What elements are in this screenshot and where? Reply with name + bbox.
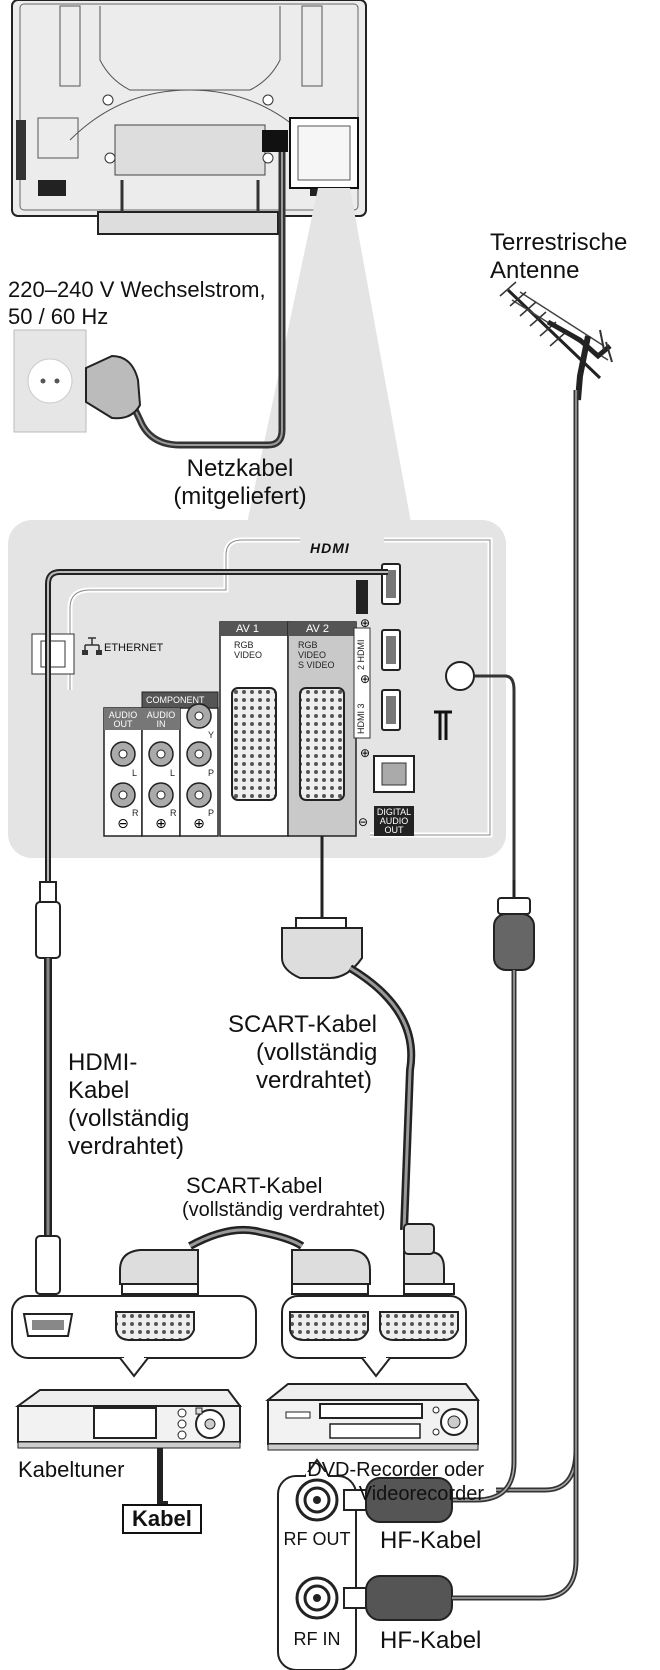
hdmi-cable-label-line1: HDMI- bbox=[68, 1049, 138, 1076]
av2-sub3: S VIDEO bbox=[298, 660, 335, 670]
hdmi2-label: 2 HDMI bbox=[356, 639, 366, 670]
av2-sub1: RGB bbox=[298, 640, 318, 650]
rf-connector-inset bbox=[277, 1458, 357, 1670]
av1-label: AV 1 bbox=[236, 623, 260, 635]
aerial-icon bbox=[434, 710, 452, 740]
av1-sub2: VIDEO bbox=[234, 650, 263, 660]
recorder-connector-inset bbox=[281, 1295, 467, 1378]
mains-label-line1: 220–240 V Wechselstrom, bbox=[8, 277, 266, 302]
ch-l-in: L bbox=[170, 768, 176, 778]
scart-plug-recorder-right bbox=[403, 1223, 455, 1295]
rf-out-label: RF OUT bbox=[283, 1529, 351, 1549]
aerial-port bbox=[445, 661, 475, 691]
cable-feed bbox=[157, 1448, 168, 1507]
rf-plug-in bbox=[343, 1575, 453, 1621]
hf-cable-label-1: HF-Kabel bbox=[380, 1527, 482, 1554]
scart-plug-recorder-left bbox=[291, 1249, 371, 1295]
av2-scart bbox=[299, 687, 345, 801]
antenna-label-line1: Terrestrische bbox=[490, 229, 628, 256]
ethernet-label: ETHERNET bbox=[104, 642, 164, 654]
power-plug bbox=[85, 354, 142, 420]
zoom-beam bbox=[246, 188, 412, 528]
svg-text:⊕: ⊕ bbox=[360, 616, 370, 630]
cable-tuner-label: Kabeltuner bbox=[18, 1457, 125, 1482]
component-label: COMPONENT bbox=[146, 695, 205, 705]
ch-r-out: R bbox=[132, 808, 139, 818]
digital-audio-label-3: OUT bbox=[384, 825, 404, 835]
rf-plug-tv bbox=[493, 897, 535, 971]
svg-text:⊖: ⊖ bbox=[117, 816, 129, 832]
ch-y: Y bbox=[208, 730, 215, 740]
hdmi-cable-label-line3: (vollständig bbox=[68, 1105, 190, 1132]
scart-mid-label-line1: SCART-Kabel bbox=[186, 1173, 323, 1198]
svg-text:⊕: ⊕ bbox=[155, 816, 167, 832]
recorder-label-line1: DVD-Recorder oder bbox=[307, 1459, 484, 1481]
audio-out-label-2: OUT bbox=[113, 719, 133, 729]
ch-r-in: R bbox=[170, 808, 177, 818]
power-cable-label-line1: Netzkabel bbox=[186, 455, 294, 482]
tuner-connector-inset bbox=[11, 1295, 257, 1378]
ch-pr: P bbox=[208, 808, 215, 818]
hdmi3-label: HDMI 3 bbox=[356, 703, 366, 734]
hf-cable-label-2: HF-Kabel bbox=[380, 1627, 482, 1654]
audio-in-label-1: AUDIO bbox=[146, 710, 176, 720]
ch-pb: P bbox=[208, 768, 215, 778]
av1-sub1: RGB bbox=[234, 640, 254, 650]
scart-plug-tuner bbox=[119, 1249, 199, 1295]
scart-mid-label-line2: (vollständig verdrahtet) bbox=[182, 1199, 386, 1221]
scart-av2-label-line3: verdrahtet) bbox=[256, 1067, 373, 1094]
tv-back bbox=[11, 0, 367, 235]
cable-tuner-device bbox=[14, 1389, 242, 1449]
ethernet-port bbox=[31, 633, 75, 675]
rf-plug-out bbox=[343, 1477, 453, 1523]
scart-av2-label-line1: SCART-Kabel bbox=[228, 1011, 377, 1038]
digital-audio-label-1: DIGITAL bbox=[376, 807, 412, 817]
hdmi-cable-label-line4: verdrahtet) bbox=[68, 1133, 185, 1160]
av1-scart bbox=[231, 687, 277, 801]
svg-text:⊕: ⊕ bbox=[360, 746, 370, 760]
recorder-device bbox=[265, 1383, 480, 1451]
av2-label: AV 2 bbox=[306, 623, 330, 635]
audio-in-label-2: IN bbox=[156, 719, 166, 729]
hdmi-plug-top bbox=[35, 881, 61, 959]
svg-text:⊕: ⊕ bbox=[360, 672, 370, 686]
cable-source-label: Kabel bbox=[122, 1504, 202, 1534]
digital-audio-label-2: AUDIO bbox=[379, 816, 409, 826]
scart-av2-label-line2: (vollständig bbox=[256, 1039, 378, 1066]
hdmi-logo: HDMI bbox=[310, 540, 350, 556]
ch-l-out: L bbox=[132, 768, 138, 778]
mains-label-line2: 50 / 60 Hz bbox=[8, 304, 109, 329]
hdmi-cable-label-line2: Kabel bbox=[68, 1077, 130, 1104]
av2-sub2: VIDEO bbox=[298, 650, 327, 660]
recorder-label-line2: Videorecorder bbox=[358, 1483, 484, 1505]
svg-text:⊕: ⊕ bbox=[193, 816, 205, 832]
antenna-label-line2: Antenne bbox=[490, 257, 580, 284]
rf-in-label: RF IN bbox=[293, 1629, 341, 1649]
scart-plug-av2 bbox=[281, 917, 363, 979]
power-cable-label-line2: (mitgeliefert) bbox=[173, 483, 307, 510]
antenna bbox=[499, 281, 613, 401]
svg-text:⊖: ⊖ bbox=[358, 815, 368, 829]
audio-out-label-1: AUDIO bbox=[108, 710, 138, 720]
